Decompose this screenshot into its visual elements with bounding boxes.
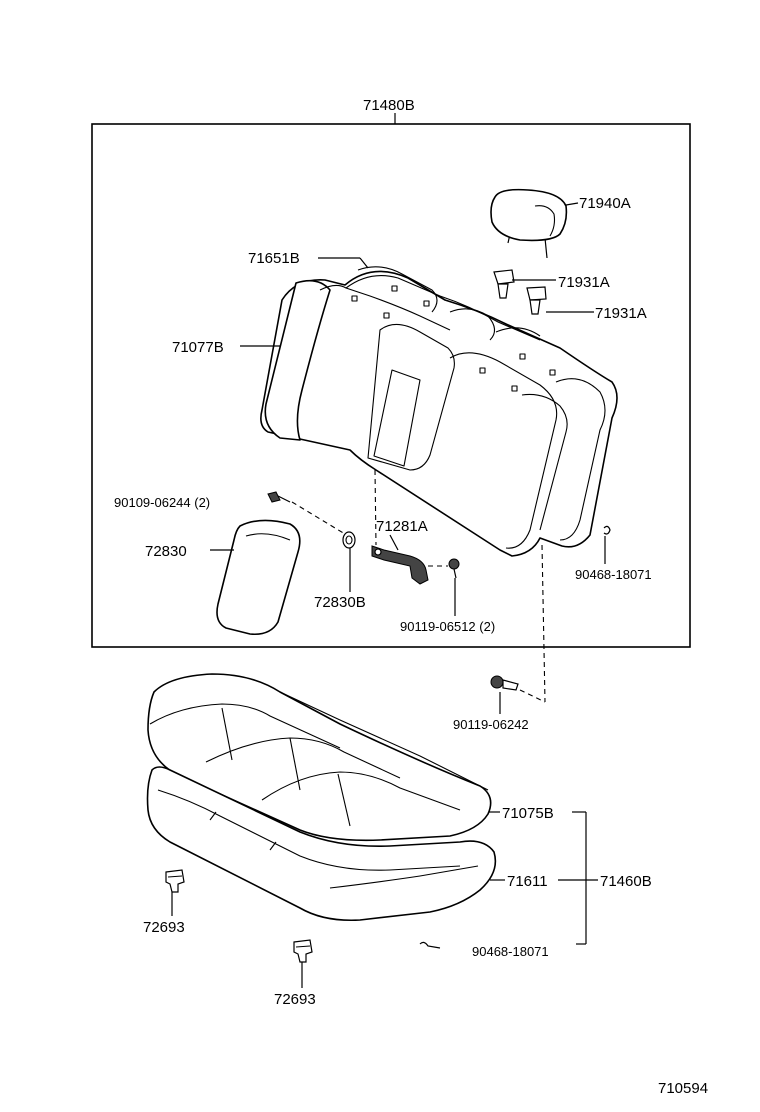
headrest-part[interactable] (490, 188, 568, 259)
label-hinge: 71281A (376, 518, 428, 535)
guide-lines (291, 469, 546, 703)
label-bolt-3: 90119-06242 (453, 717, 529, 732)
label-cushion-assy: 71460B (600, 873, 652, 890)
clip-bottom[interactable] (293, 939, 313, 963)
label-headrest-support-1: 71931A (558, 274, 610, 291)
label-cushion-cover: 71075B (502, 805, 554, 822)
hinge-part[interactable] (371, 545, 429, 585)
seat-cushion-pad[interactable] (146, 766, 497, 922)
label-hog-ring-back: 90468-18071 (575, 567, 652, 582)
headrest-support-right[interactable] (526, 286, 547, 315)
headrest-support-left[interactable] (493, 269, 515, 299)
diagram-code: 710594 (658, 1080, 708, 1097)
label-clip-2: 72693 (274, 991, 316, 1008)
bolt-lower[interactable] (490, 675, 519, 691)
label-back-cover: 71651B (248, 250, 300, 267)
label-armrest: 72830 (145, 543, 187, 560)
label-bolt-2: 90119-06512 (2) (400, 619, 495, 634)
label-hog-ring-cushion: 90468-18071 (472, 944, 549, 959)
seatback-assembly-frame (91, 113, 691, 648)
seatback-pad[interactable] (260, 266, 618, 557)
label-headrest: 71940A (579, 195, 631, 212)
label-headrest-support-2: 71931A (595, 305, 647, 322)
label-back-pad: 71077B (172, 339, 224, 356)
leader-lines (171, 202, 606, 988)
bolt-small-left[interactable] (267, 491, 291, 503)
armrest-stopper-part[interactable] (342, 531, 356, 549)
seat-cushion-cover[interactable] (147, 673, 492, 842)
label-seatback-assy: 71480B (363, 97, 415, 114)
label-armrest-stopper: 72830B (314, 594, 366, 611)
bolt-hinge[interactable] (448, 558, 460, 579)
label-bolt-1: 90109-06244 (2) (114, 495, 210, 510)
armrest-part[interactable] (216, 519, 301, 636)
hog-ring-cushion[interactable] (419, 941, 441, 949)
clip-left[interactable] (165, 869, 185, 893)
label-cushion-pad: 71611 (507, 873, 548, 890)
hog-ring-back[interactable] (603, 525, 611, 535)
label-clip-1: 72693 (143, 919, 185, 936)
